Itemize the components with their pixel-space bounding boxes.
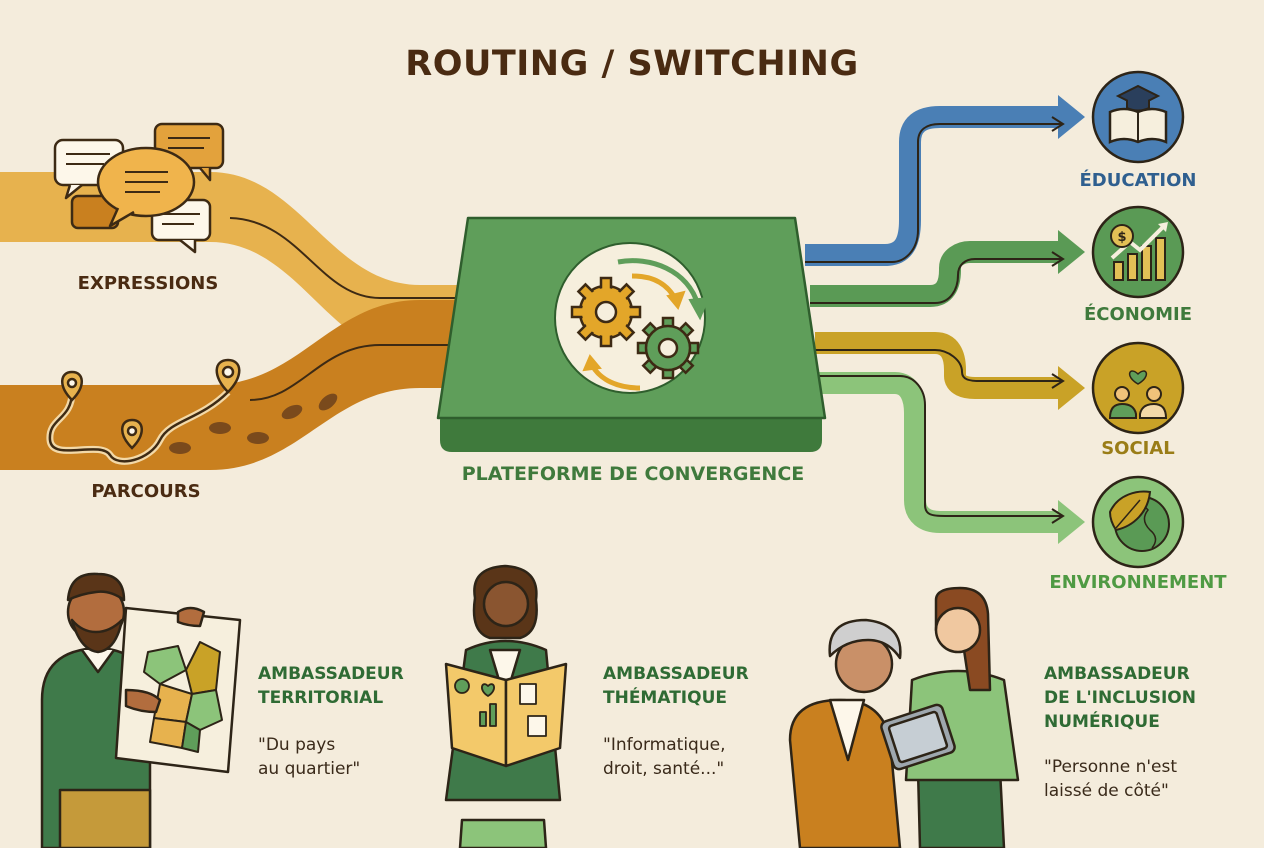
education-icon: [1091, 70, 1185, 164]
territorial-ambassador-title: AMBASSADEUR TERRITORIAL: [258, 664, 404, 708]
page-title: ROUTING / SWITCHING: [405, 44, 859, 84]
convergence-platform: [436, 216, 827, 452]
environment-icon: [1091, 475, 1185, 569]
thematic-ambassador-title: AMBASSADEUR THÉMATIQUE: [603, 664, 749, 708]
platform-label: PLATEFORME DE CONVERGENCE: [461, 463, 805, 485]
parcours-label: PARCOURS: [91, 481, 201, 502]
svg-text:$: $: [1117, 230, 1126, 245]
speech-bubbles-icon: [53, 122, 225, 254]
education-label: ÉDUCATION: [1079, 170, 1197, 191]
territorial-ambassador-quote: "Du pays au quartier": [258, 735, 361, 779]
inclusion-ambassador-quote: "Personne n'est laissé de côté": [1044, 757, 1178, 801]
gears-icon: [570, 276, 700, 380]
digital-inclusion-ambassadors-illustration: [788, 586, 1020, 848]
thematic-ambassador-quote: "Informatique, droit, santé...": [603, 735, 726, 779]
cycle-arrows-icon: [582, 258, 710, 391]
social-label: SOCIAL: [1101, 438, 1175, 459]
environment-label: ENVIRONNEMENT: [1049, 572, 1227, 593]
economy-icon: $: [1091, 205, 1185, 299]
inclusion-ambassador-title: AMBASSADEUR DE L'INCLUSION NUMÉRIQUE: [1044, 664, 1196, 732]
footprints-icon: [169, 393, 338, 454]
expressions-label: EXPRESSIONS: [77, 273, 219, 294]
output-flows: [805, 95, 1085, 544]
economy-label: ÉCONOMIE: [1083, 304, 1193, 325]
social-icon: [1091, 341, 1185, 435]
territorial-ambassador-illustration: [40, 572, 242, 848]
thematic-ambassador-illustration: [444, 564, 568, 848]
route-pins-icon: [46, 358, 241, 465]
